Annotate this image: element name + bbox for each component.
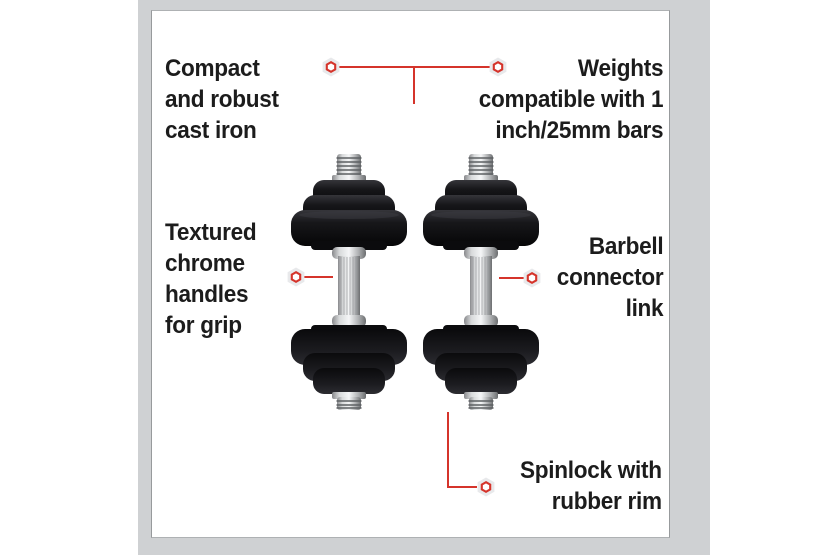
callout-line: handles xyxy=(165,281,249,308)
leader-line-spinlock-horizontal xyxy=(447,486,477,488)
callout-line: Spinlock with xyxy=(520,457,662,484)
callout-line: for grip xyxy=(165,312,242,339)
callout-line: rubber rim xyxy=(551,488,662,515)
callout-line: Textured xyxy=(165,219,257,246)
callout-line: inch/25mm bars xyxy=(495,117,663,144)
leader-line-connector xyxy=(499,277,524,279)
content-panel xyxy=(151,10,670,538)
callout-spinlock: Spinlock with rubber rim xyxy=(520,455,662,517)
callout-line: Compact xyxy=(165,55,260,82)
callout-line: and robust xyxy=(165,86,279,113)
callout-line: connector xyxy=(556,264,663,291)
callout-line: Weights xyxy=(577,55,664,82)
leader-line-handle xyxy=(304,276,333,278)
hex-nut-icon xyxy=(286,267,306,287)
callout-line: Barbell xyxy=(588,233,663,260)
callout-line: chrome xyxy=(165,250,245,277)
dumbbell-image-left xyxy=(289,153,409,411)
callout-weights-compatibility: Weights compatible with 1 inch/25mm bars xyxy=(478,53,664,146)
callout-chrome-handles: Textured chrome handles for grip xyxy=(165,217,257,341)
leader-line-spinlock-vertical xyxy=(447,412,449,488)
callout-barbell-connector: Barbell connector link xyxy=(556,231,663,324)
callout-line: compatible with 1 xyxy=(478,86,664,113)
callout-cast-iron: Compact and robust cast iron xyxy=(165,53,279,146)
hex-nut-icon xyxy=(522,268,542,288)
leader-line-top-vertical xyxy=(413,66,415,104)
hex-nut-icon xyxy=(321,57,341,77)
callout-line: cast iron xyxy=(165,117,257,144)
callout-line: link xyxy=(625,295,663,322)
hex-nut-icon xyxy=(476,477,496,497)
